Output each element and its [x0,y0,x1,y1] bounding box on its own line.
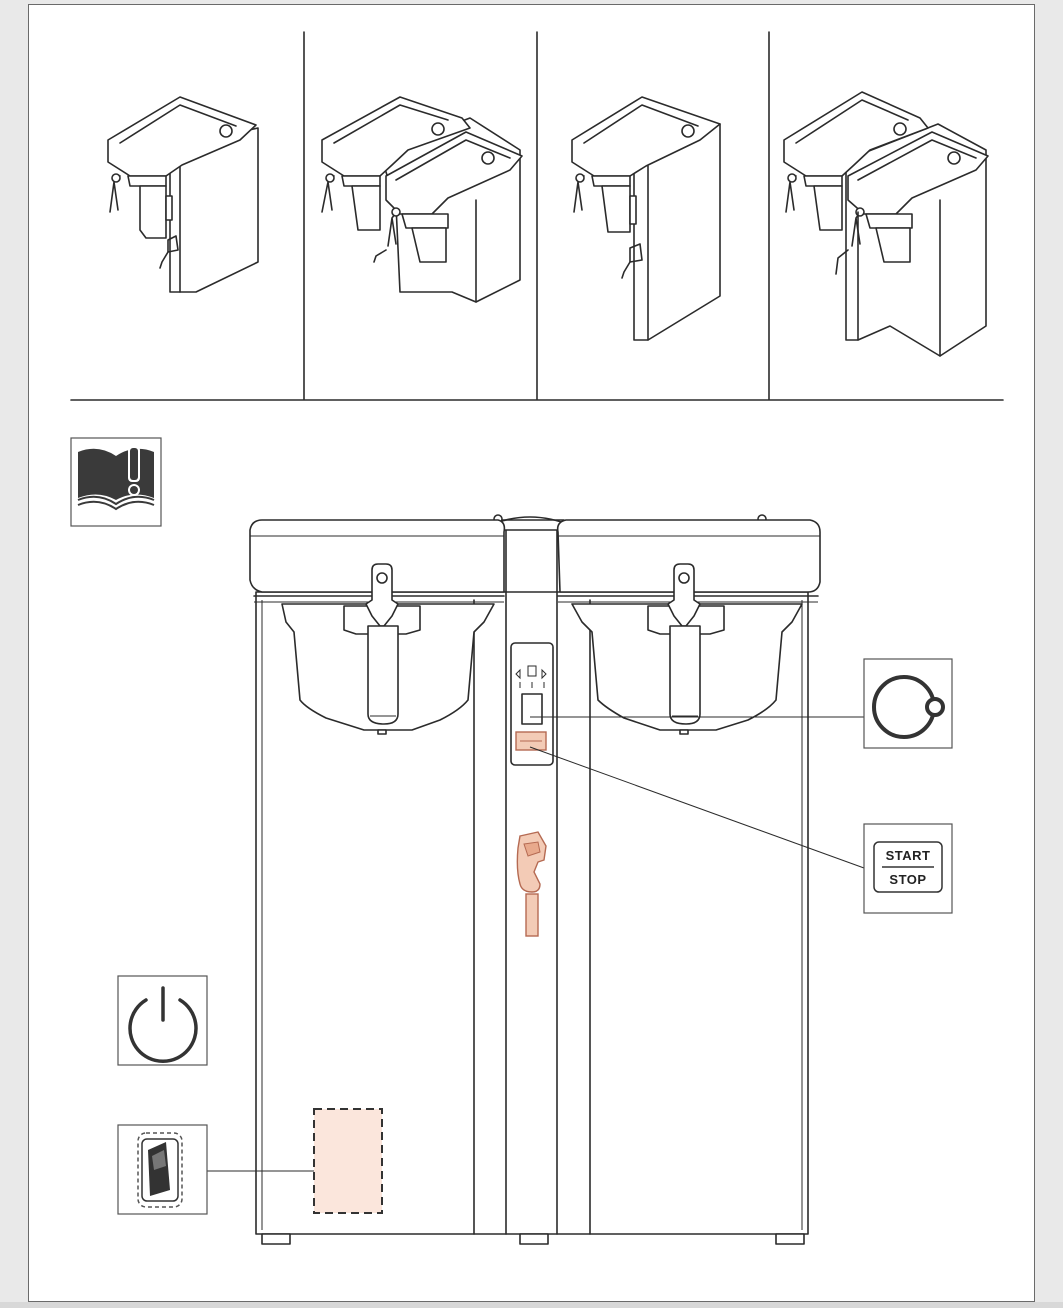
single-brewer-left [107,96,259,293]
start-label: START [886,848,931,863]
page-bottom-strip [0,1302,1063,1308]
twin-brewer-tall [783,91,989,357]
rocker-switch-icon [117,1124,208,1215]
callout-lines [206,716,865,1172]
top-row-frame [70,31,1004,401]
single-brewer-tall [571,96,721,341]
read-manual-warning-icon [70,437,162,527]
twin-brewer-stepped [321,96,523,303]
start-stop-icon: START STOP [863,823,953,914]
stop-label: STOP [889,872,926,887]
brewer-front-view [249,514,821,1245]
power-icon [117,975,208,1066]
selector-ring-icon [863,658,953,749]
